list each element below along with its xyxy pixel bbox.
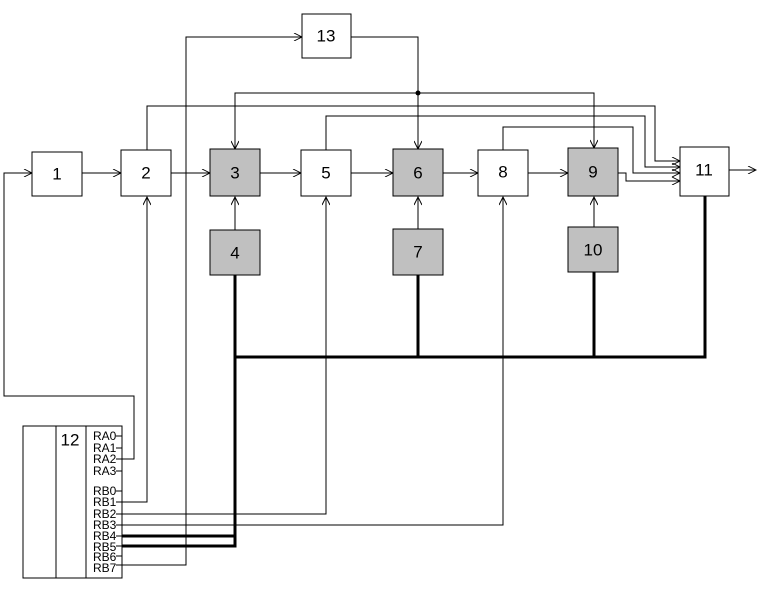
block-3: 3 (209, 148, 261, 197)
wire-rb1-to-2 (122, 197, 147, 503)
junction-dot (415, 90, 421, 96)
block-11: 11 (679, 146, 730, 197)
wire-9-to-11 (618, 172, 680, 181)
pin-label-ra0: RA0 (93, 429, 117, 443)
block-12-label: 12 (61, 431, 80, 450)
pin-label-ra2: RA2 (93, 452, 117, 466)
block-9: 9 (567, 147, 619, 197)
block-6-label: 6 (413, 164, 422, 183)
pin-label-rb7: RB7 (93, 561, 117, 575)
pin-label-rb5: RB5 (93, 540, 117, 554)
block-7-label: 7 (413, 243, 422, 262)
block-8: 8 (477, 149, 529, 197)
block-10: 10 (567, 226, 619, 273)
pin-label-rb1: RB1 (93, 495, 117, 509)
pin-label-rb2: RB2 (93, 507, 117, 521)
block-2: 2 (120, 149, 172, 197)
block-2-label: 2 (141, 164, 150, 183)
pin-label-ra1: RA1 (93, 441, 117, 455)
block-4-label: 4 (230, 244, 239, 263)
block-13-label: 13 (317, 27, 336, 46)
wire-13-to-9 (418, 92, 594, 148)
wire-13-to-3 (235, 92, 418, 149)
pin-stubs (116, 435, 122, 566)
block-1: 1 (31, 151, 83, 197)
block-1-label: 1 (52, 165, 61, 184)
power-bus (122, 196, 707, 548)
block-10-label: 10 (584, 241, 603, 260)
pin-label-ra3: RA3 (93, 464, 117, 478)
block-4: 4 (209, 229, 261, 276)
block-11-label: 11 (695, 161, 713, 180)
block-6: 6 (392, 148, 444, 197)
block-13: 13 (301, 13, 352, 59)
wire-13-out (351, 36, 419, 93)
wire-5-to-11 (325, 115, 680, 167)
block-3-label: 3 (230, 164, 239, 183)
pin-label-rb0: RB0 (93, 484, 117, 498)
wire-2-to-11 (146, 105, 680, 161)
signal-wires (3, 36, 756, 566)
pin-label-rb4: RB4 (93, 529, 117, 543)
wire-rb3-to-8 (122, 197, 503, 526)
block-5-label: 5 (321, 164, 330, 183)
block-9-label: 9 (588, 163, 597, 182)
pin-label-rb3: RB3 (93, 518, 117, 532)
wire-rb7-to-13 (122, 37, 302, 566)
block-5: 5 (300, 149, 352, 197)
block-7: 7 (392, 228, 444, 276)
wire-ra2-to-1 (3, 173, 135, 460)
block-8-label: 8 (498, 163, 507, 182)
block-12-controller: 12 RA0 RA1 RA2 RA3 RB0 RB1 RB2 RB3 RB4 R… (22, 425, 123, 579)
pin-label-rb6: RB6 (93, 550, 117, 564)
wire-8-to-11 (502, 126, 680, 173)
wire-rb2-to-5 (122, 197, 326, 515)
